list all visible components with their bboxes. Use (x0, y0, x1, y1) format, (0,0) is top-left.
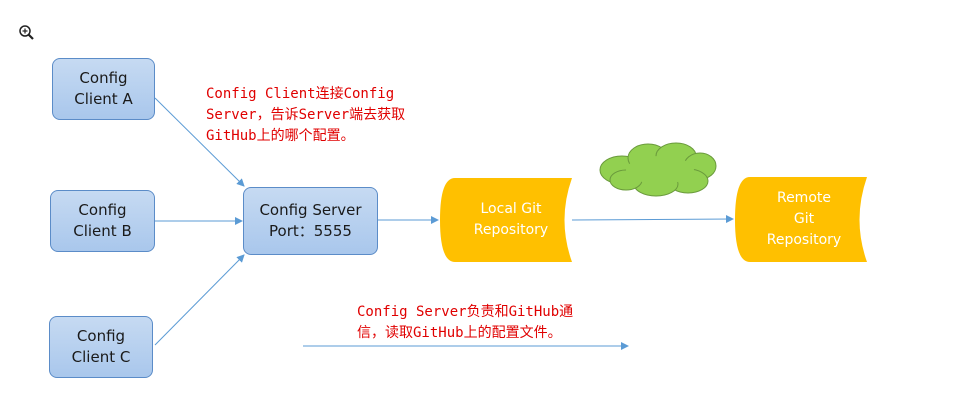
config-server: Config Server Port：5555 (243, 187, 378, 255)
zoom-in-icon[interactable] (18, 24, 36, 42)
config-client-c: Config Client C (49, 316, 153, 378)
edge-client-c-to-server (154, 254, 245, 346)
remote-repository-shape (735, 177, 867, 262)
server-to-github-note: Config Server负责和GitHub通 信，读取GitHub上的配置文件… (357, 304, 574, 341)
remote-repository-label: Remote Git Repository (766, 190, 842, 248)
edge-client-a-to-server (154, 97, 245, 187)
edge-local-to-remote-repo (571, 215, 734, 224)
config-client-b: Config Client B (50, 190, 155, 252)
config-client-a: Config Client A (52, 58, 155, 120)
local-repository-shape (440, 178, 572, 262)
client-to-server-note: Config Client连接Config Server，告诉Server端去获… (206, 86, 406, 144)
cloud-icon (599, 142, 717, 197)
local-repository-label: Local Git Repository (473, 201, 549, 238)
